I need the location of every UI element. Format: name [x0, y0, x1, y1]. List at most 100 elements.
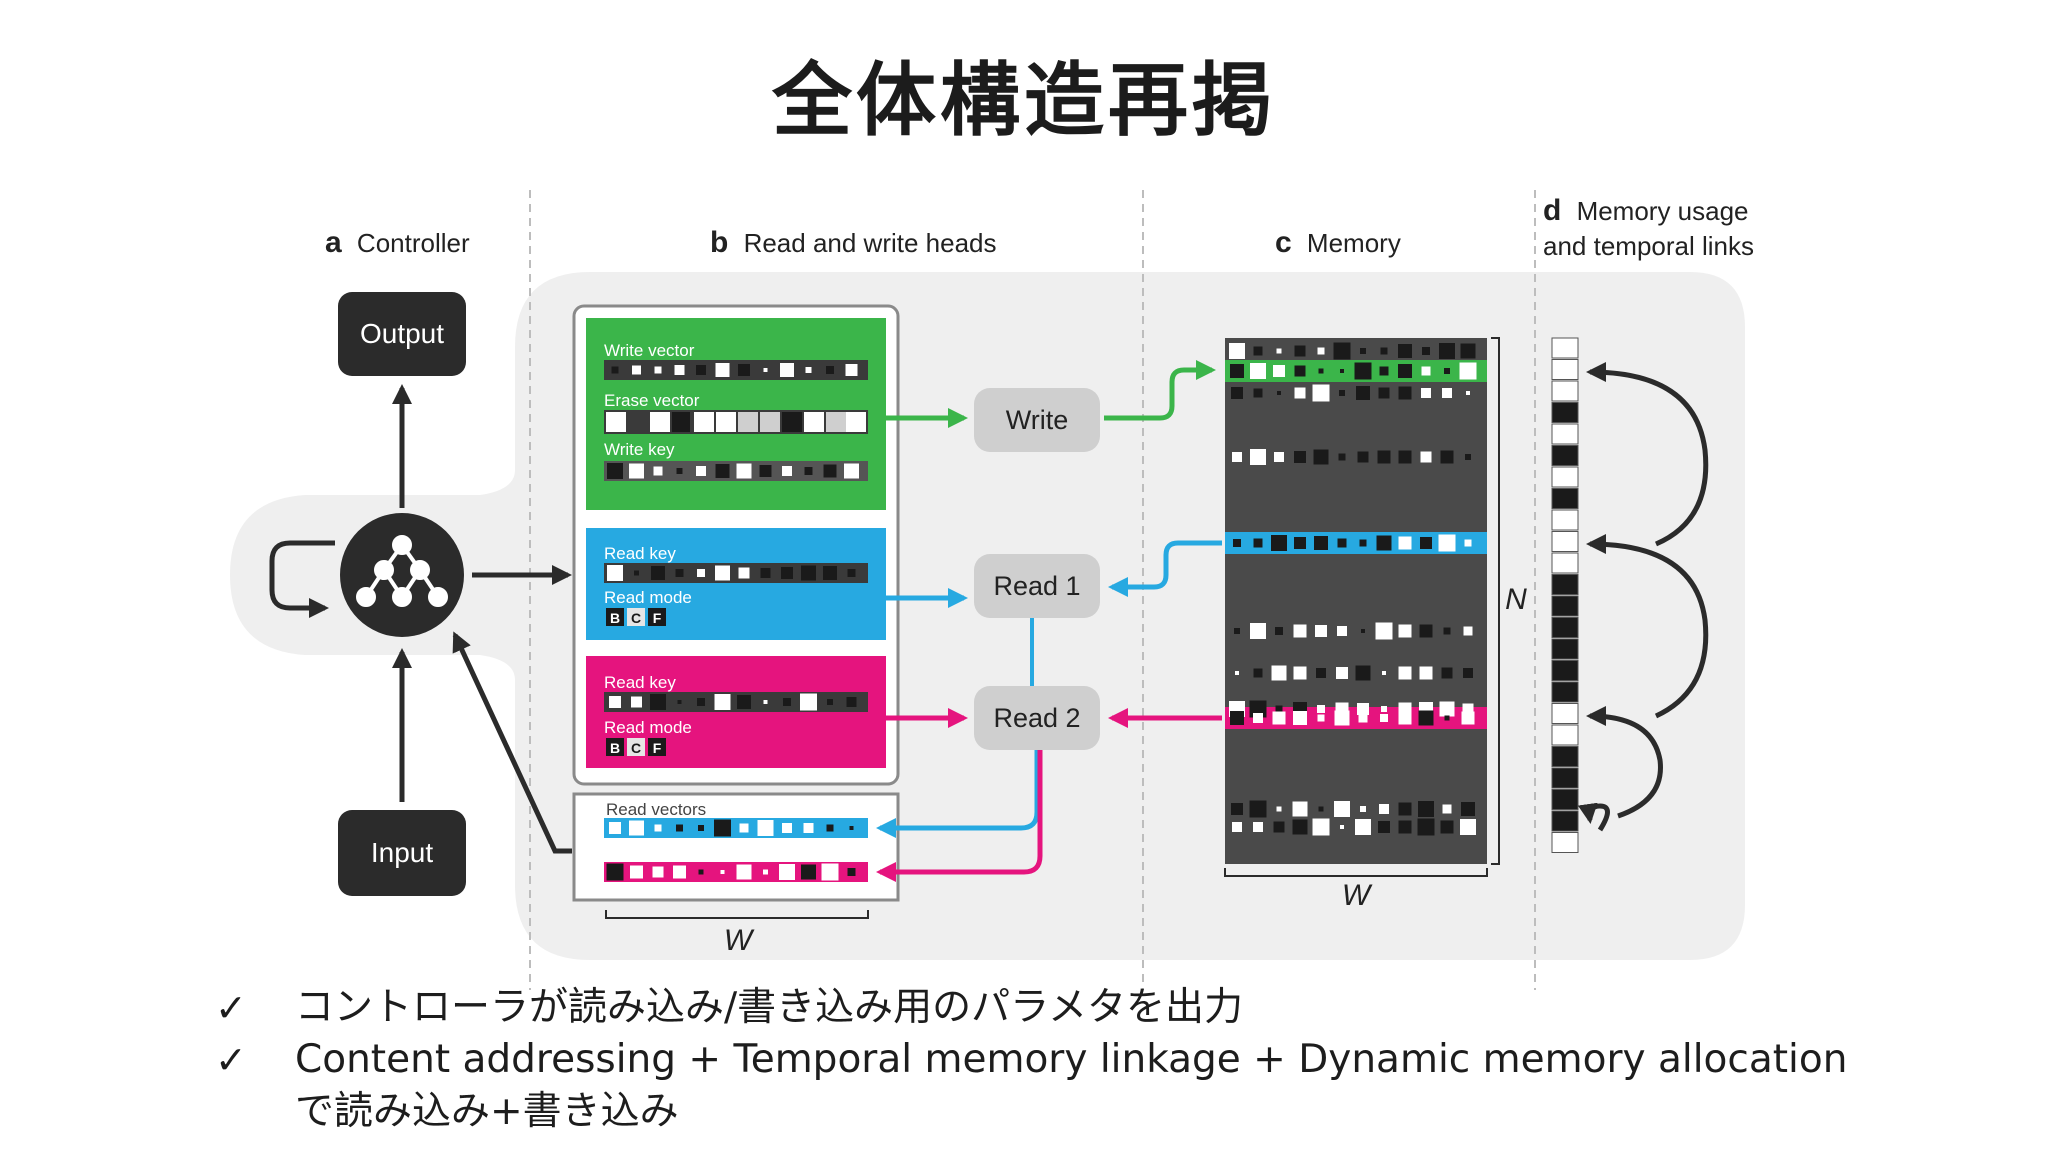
memory-cell	[1249, 800, 1267, 818]
read-vector-2-cell	[821, 863, 839, 881]
write-key-cell	[759, 465, 772, 477]
read-mode-2-f: F	[653, 740, 662, 756]
svg-text:c Memory: c Memory	[1275, 226, 1401, 259]
memory-cell	[1276, 806, 1282, 812]
temporal-link-1	[1586, 362, 1709, 547]
svg-text:d Memory usage: d Memory usage	[1543, 194, 1749, 227]
read-key-1-cell	[847, 569, 856, 577]
memory-usage-column	[1551, 337, 1579, 853]
memory-cell	[1253, 346, 1263, 356]
memory-cell	[1318, 368, 1324, 374]
write-op	[974, 388, 1100, 452]
read-key-2-cell	[697, 698, 705, 706]
read-vector-1-cell	[676, 824, 683, 832]
erase-vector-label: Erase vector	[604, 391, 700, 410]
read-vector-2-cell	[652, 866, 664, 878]
read-mode-1-b: B	[610, 610, 620, 626]
write-key-cell	[653, 466, 663, 476]
read-vector-1-bar	[604, 818, 868, 838]
memory-cell	[1334, 801, 1350, 817]
controller-node	[340, 513, 464, 637]
read-key-2-cell	[737, 695, 751, 709]
memory-cell	[1294, 365, 1306, 377]
read-mode-2-label: Read mode	[604, 718, 692, 737]
panel-d-letter: d	[1543, 194, 1561, 227]
memory-cell	[1462, 703, 1474, 715]
read-key-1-cell	[651, 566, 665, 580]
read2-op-label: Read 2	[993, 703, 1080, 733]
read-mode-2-b: B	[610, 740, 620, 756]
memory-cell	[1460, 819, 1476, 835]
write-key-cell	[696, 466, 706, 476]
read-vector-2-cell	[779, 864, 795, 880]
read-vector-2-cell	[630, 865, 643, 879]
write-vector-bar	[604, 360, 868, 380]
read-key-2-cell	[783, 698, 791, 706]
memory-cell	[1379, 366, 1389, 376]
write-vector-cell	[696, 365, 706, 375]
memory-cell	[1354, 362, 1372, 380]
usage-cell	[1551, 574, 1579, 595]
memory-cell	[1317, 705, 1325, 713]
memory-cell	[1235, 671, 1239, 675]
write-vector-cell	[654, 366, 662, 374]
memory-cell	[1333, 342, 1351, 360]
memory-cell	[1314, 536, 1328, 550]
memory-cell	[1273, 365, 1285, 377]
memory-cell	[1421, 366, 1431, 376]
temporal-link-3	[1586, 706, 1663, 819]
read-key-1-label: Read key	[604, 544, 676, 563]
memory-cell	[1418, 710, 1434, 726]
memory-cell	[1360, 348, 1366, 354]
memory-cell	[1229, 343, 1245, 359]
memory-cell	[1360, 806, 1366, 812]
read-vector-1-cell	[757, 820, 774, 836]
memory-cell	[1250, 449, 1266, 465]
read-key-1-cell	[715, 565, 730, 581]
read-key-2-cell	[800, 693, 817, 711]
read-mode-2-selector: B C F	[606, 738, 666, 756]
memory-cell	[1250, 623, 1266, 639]
w-bracket-heads	[605, 910, 869, 919]
temporal-link-2	[1586, 534, 1709, 719]
memory-cell	[1318, 806, 1324, 812]
read-key-1-cell	[697, 569, 705, 577]
memory-cell	[1271, 535, 1287, 551]
memory-cell	[1398, 364, 1412, 378]
read-key-1-cell	[781, 567, 793, 579]
network-icon	[356, 535, 448, 607]
memory-cell	[1355, 819, 1371, 835]
panel-c-label: Memory	[1307, 228, 1401, 258]
input-box	[338, 810, 466, 896]
read-vector-1-cell	[849, 826, 854, 830]
write-key-cell	[736, 463, 752, 479]
memory-cell	[1418, 801, 1434, 817]
bullet-1: ✓ コントローラが読み込み/書き込み用のパラメタを出力	[215, 982, 1855, 1034]
output-label: Output	[360, 318, 444, 349]
read-vector-1-cell	[803, 823, 814, 833]
read1-op-label: Read 1	[993, 571, 1080, 601]
memory-cell	[1336, 667, 1348, 679]
memory-cell	[1275, 627, 1283, 635]
memory-cell	[1231, 387, 1243, 399]
memory-cell	[1440, 450, 1454, 464]
memory-cell	[1398, 624, 1412, 638]
usage-cell	[1551, 617, 1579, 638]
memory-cell	[1232, 452, 1242, 462]
panel-a-label: Controller	[357, 228, 470, 258]
memory-cell	[1250, 363, 1266, 379]
input-label: Input	[371, 837, 433, 868]
read-key-1-cell	[738, 567, 750, 579]
erase-vector-bar	[604, 410, 868, 434]
write-vector-cell	[611, 366, 619, 374]
bullet-2-text: Content addressing + Temporal memory lin…	[295, 1037, 1848, 1134]
memory-cell	[1273, 821, 1285, 833]
arrow-read2-to-read-vector-2	[876, 750, 1043, 882]
write-key-bar	[604, 461, 868, 481]
memory-cell	[1272, 711, 1286, 725]
memory-cell	[1292, 801, 1308, 817]
memory-cell	[1376, 535, 1392, 551]
memory-cell	[1340, 825, 1344, 829]
memory-cell	[1463, 668, 1473, 678]
arrow-memory-to-read1	[1108, 540, 1222, 597]
